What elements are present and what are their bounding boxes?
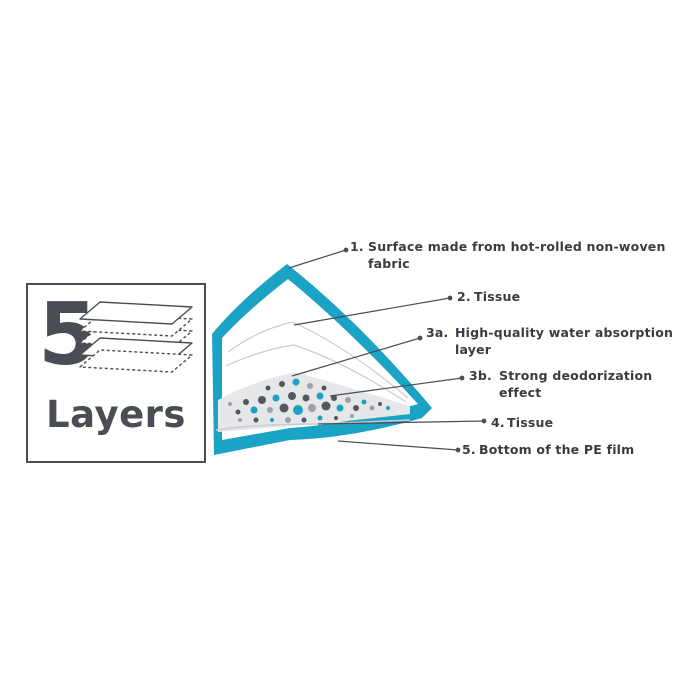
particle-dot	[386, 406, 390, 410]
particle-dot	[301, 417, 307, 423]
particle-dot	[361, 399, 367, 405]
particle-dot	[258, 396, 266, 404]
leader-line-4	[317, 420, 485, 425]
particle-dot	[350, 414, 354, 418]
callout-3b-line-2: effect	[499, 385, 542, 400]
particle-dot	[369, 405, 375, 411]
callout-3a-number: 3a.	[426, 325, 449, 340]
particle-dot	[308, 404, 316, 412]
absorption-particles	[228, 378, 390, 423]
particle-dot	[243, 399, 249, 405]
particle-dot	[253, 417, 259, 423]
particle-dot	[228, 402, 232, 406]
particle-dot	[267, 407, 273, 413]
callout-5-number: 5.	[462, 442, 476, 457]
particle-dot	[353, 405, 359, 411]
particle-dot	[302, 394, 310, 402]
callout-3a-line-1: High-quality water absorption	[455, 325, 674, 340]
layer-sheet-icon	[79, 301, 193, 325]
particle-dot	[321, 401, 331, 411]
callout-4-line-1: Tissue	[507, 415, 554, 430]
particle-dot	[279, 381, 285, 387]
layer-sheet-icon	[79, 349, 193, 373]
particle-dot	[336, 404, 344, 412]
particle-dot	[307, 383, 313, 389]
particle-dot	[285, 417, 291, 423]
leader-line-3b	[329, 377, 463, 397]
leader-line-5	[337, 440, 459, 451]
particle-dot	[334, 416, 338, 420]
particle-dot	[292, 378, 300, 386]
leader-line-2	[293, 297, 451, 326]
callout-2-number: 2.	[457, 289, 471, 304]
callout-5-line-1: Bottom of the PE film	[479, 442, 635, 457]
particle-dot	[265, 385, 271, 391]
particle-dot	[378, 402, 382, 406]
tissue-layer-mid	[225, 344, 407, 403]
callout-2-line-1: Tissue	[474, 289, 521, 304]
particle-dot	[331, 395, 337, 401]
particle-dot	[279, 403, 289, 413]
leader-line-3a	[291, 337, 421, 377]
particle-dot	[270, 418, 274, 422]
particle-dot	[235, 409, 241, 415]
bottom-tissue-layer	[215, 419, 411, 431]
callout-1-line-2: fabric	[368, 256, 410, 271]
particle-dot	[317, 415, 323, 421]
particle-dot	[250, 406, 258, 414]
stacked-layers-icon	[79, 301, 193, 373]
particle-dot	[345, 397, 351, 403]
five-layers-logo: 5 Layers	[26, 283, 206, 463]
logo-word: Layers	[46, 393, 186, 436]
callout-3b-line-1: Strong deodorization	[499, 368, 653, 383]
particle-dot	[321, 385, 327, 391]
particle-dot	[288, 392, 296, 400]
particle-dot	[238, 418, 242, 422]
callout-3a-line-2: layer	[455, 342, 492, 357]
particle-dot	[316, 392, 324, 400]
callout-3b-number: 3b.	[469, 368, 492, 383]
particle-dot	[272, 394, 280, 402]
callout-4-number: 4.	[491, 415, 505, 430]
callout-1-line-1: Surface made from hot-rolled non-woven	[368, 239, 666, 254]
particle-dot	[293, 405, 303, 415]
leader-line-1	[288, 249, 347, 269]
callout-1-number: 1.	[350, 239, 364, 254]
